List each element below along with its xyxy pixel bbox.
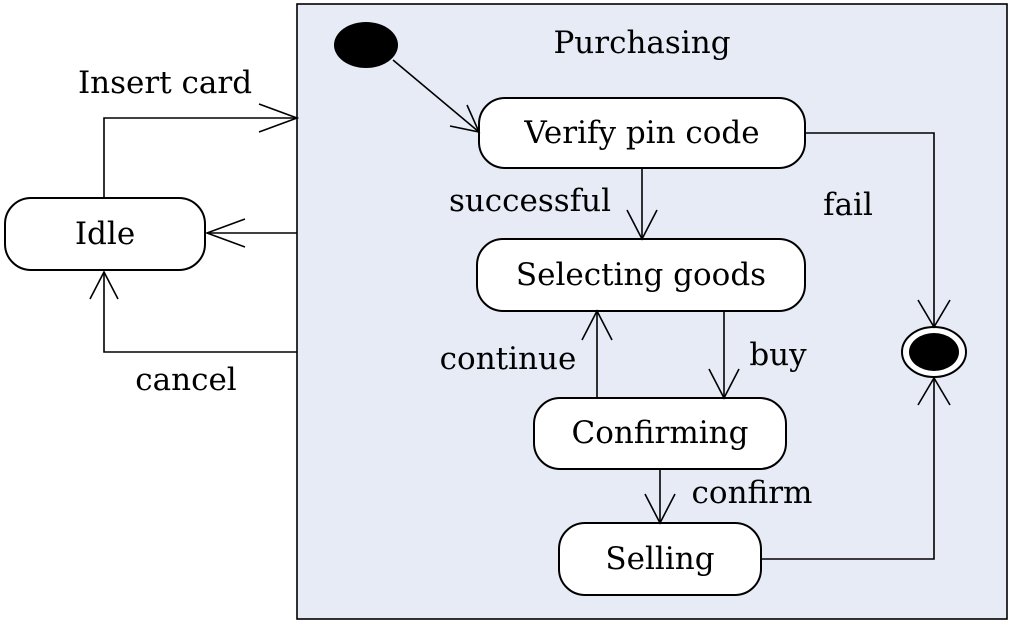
transition-cancel	[89, 270, 297, 353]
state-selling-label: Selling	[605, 541, 714, 577]
state-selecting-goods: Selecting goods	[476, 238, 806, 312]
state-idle: Idle	[4, 197, 206, 271]
state-selecting-goods-label: Selecting goods	[516, 257, 766, 293]
transition-purchasing-to-idle	[204, 218, 297, 248]
state-confirming: Confirming	[533, 397, 787, 470]
initial-state	[334, 22, 398, 68]
state-verify-pin-code-label: Verify pin code	[523, 115, 759, 151]
state-verify-pin-code: Verify pin code	[478, 97, 806, 169]
transition-fail	[805, 132, 951, 329]
label-buy: buy	[749, 337, 807, 373]
label-confirm: confirm	[692, 475, 813, 511]
state-idle-label: Idle	[75, 216, 135, 252]
transition-continue	[581, 309, 613, 398]
label-fail: fail	[823, 187, 873, 223]
state-confirming-label: Confirming	[572, 415, 749, 451]
state-selling: Selling	[558, 522, 762, 596]
label-successful: successful	[449, 183, 611, 219]
transition-initial-to-verify	[392, 59, 481, 134]
final-state	[909, 333, 959, 371]
transition-successful	[626, 168, 658, 241]
transition-buy	[708, 311, 740, 400]
transition-insert-card	[103, 103, 300, 198]
label-cancel: cancel	[135, 362, 236, 398]
transition-confirm	[644, 469, 676, 525]
label-continue: continue	[440, 341, 577, 377]
label-insert-card: Insert card	[78, 65, 252, 101]
purchasing-title: Purchasing	[553, 25, 730, 61]
transition-selling-to-final	[761, 376, 951, 560]
